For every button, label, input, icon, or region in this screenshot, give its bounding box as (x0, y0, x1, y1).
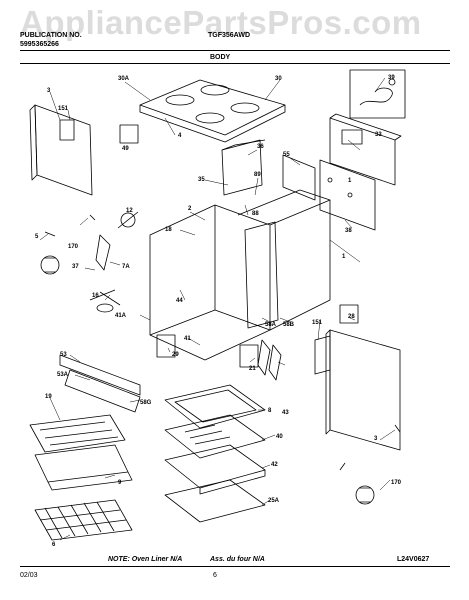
left-side-panel (29, 104, 93, 196)
oven-door-glass (164, 384, 266, 429)
callout-89: 89 (254, 172, 261, 178)
callout-1: 1 (348, 178, 352, 184)
wire-harness (349, 69, 406, 119)
callout-38: 38 (345, 228, 352, 234)
callout-49: 49 (122, 146, 129, 152)
callout-3: 3 (47, 88, 51, 94)
burner-box (221, 139, 266, 196)
callout-151-right: 151 (312, 320, 323, 326)
callout-41: 41 (184, 336, 191, 342)
callout-43: 43 (282, 410, 289, 416)
backguard-panel (329, 113, 402, 186)
callout-36: 36 (257, 144, 264, 150)
callout-30: 30 (275, 76, 282, 82)
oven-body-cabinet (149, 189, 331, 361)
callout-2: 2 (188, 206, 192, 212)
callout-8: 8 (268, 408, 272, 414)
watermark: AppliancePartsPros.com (20, 4, 422, 41)
callout-19: 19 (45, 394, 52, 400)
model-number: TGF356AWD (208, 32, 251, 39)
bake-element (89, 289, 121, 313)
leveling-legs (40, 255, 375, 505)
callout-18: 18 (165, 227, 172, 233)
callout-58G: 58G (140, 400, 152, 406)
callout-16: 16 (92, 293, 99, 299)
page-number: 6 (213, 572, 217, 579)
callout-151: 151 (58, 106, 69, 112)
front-frame (244, 221, 279, 329)
callout-39: 39 (388, 75, 395, 81)
note-oven-liner: NOTE: Oven Liner N/A (108, 556, 183, 563)
callout-35: 35 (198, 177, 205, 183)
callout-28: 28 (348, 314, 355, 320)
spark-module (156, 334, 259, 368)
section-title: BODY (210, 54, 231, 61)
callout-3-right: 3 (374, 436, 378, 442)
hinge-brackets (95, 234, 282, 381)
callout-53A: 53A (57, 372, 69, 378)
callout-42: 42 (271, 462, 278, 468)
callout-9: 9 (118, 480, 122, 486)
callout-55: 55 (283, 152, 290, 158)
callout-170-right: 170 (391, 480, 402, 486)
flame-spreader (119, 124, 359, 324)
broiler-pan (29, 414, 133, 491)
callout-6: 6 (52, 542, 56, 548)
publication-number: 5995365266 (20, 41, 59, 48)
header-rule-top (20, 50, 450, 51)
footer-rule (20, 566, 450, 567)
storage-drawer-front (59, 354, 141, 413)
callout-88: 88 (252, 211, 259, 217)
cooktop-top (139, 79, 286, 143)
callout-58B: 58B (283, 322, 295, 328)
right-side-panel (325, 329, 401, 451)
footer-date: 02/03 (20, 572, 38, 579)
callout-53: 53 (60, 352, 67, 358)
oven-rack (34, 499, 133, 541)
callout-21: 21 (249, 366, 256, 372)
callout-41A: 41A (115, 313, 127, 319)
callout-4: 4 (178, 133, 182, 139)
callout-7A: 7A (122, 264, 130, 270)
rear-panel (282, 154, 376, 231)
callout-1-body: 1 (342, 254, 346, 260)
door-outer-panel (164, 444, 266, 495)
side-trim-right (314, 335, 331, 375)
diagram-reference: L24V0627 (397, 556, 430, 563)
header-rule-bottom (20, 63, 450, 64)
callout-37: 37 (72, 264, 79, 270)
publication-label: PUBLICATION NO. (20, 32, 82, 39)
callout-44: 44 (176, 298, 183, 304)
callout-25A: 25A (268, 498, 280, 504)
callout-5: 5 (35, 234, 39, 240)
callout-12: 12 (126, 208, 133, 214)
callout-58A: 58A (265, 322, 277, 328)
screws (44, 214, 401, 471)
callout-29: 29 (172, 352, 179, 358)
door-inner-panel (164, 414, 266, 459)
note-oven-liner-fr: Ass. du four N/A (210, 556, 265, 563)
callout-40: 40 (276, 434, 283, 440)
gas-regulator (117, 211, 139, 229)
callout-33: 33 (375, 132, 382, 138)
callout-30A: 30A (118, 76, 130, 82)
door-liner (164, 479, 266, 523)
callout-170-left: 170 (68, 244, 79, 250)
